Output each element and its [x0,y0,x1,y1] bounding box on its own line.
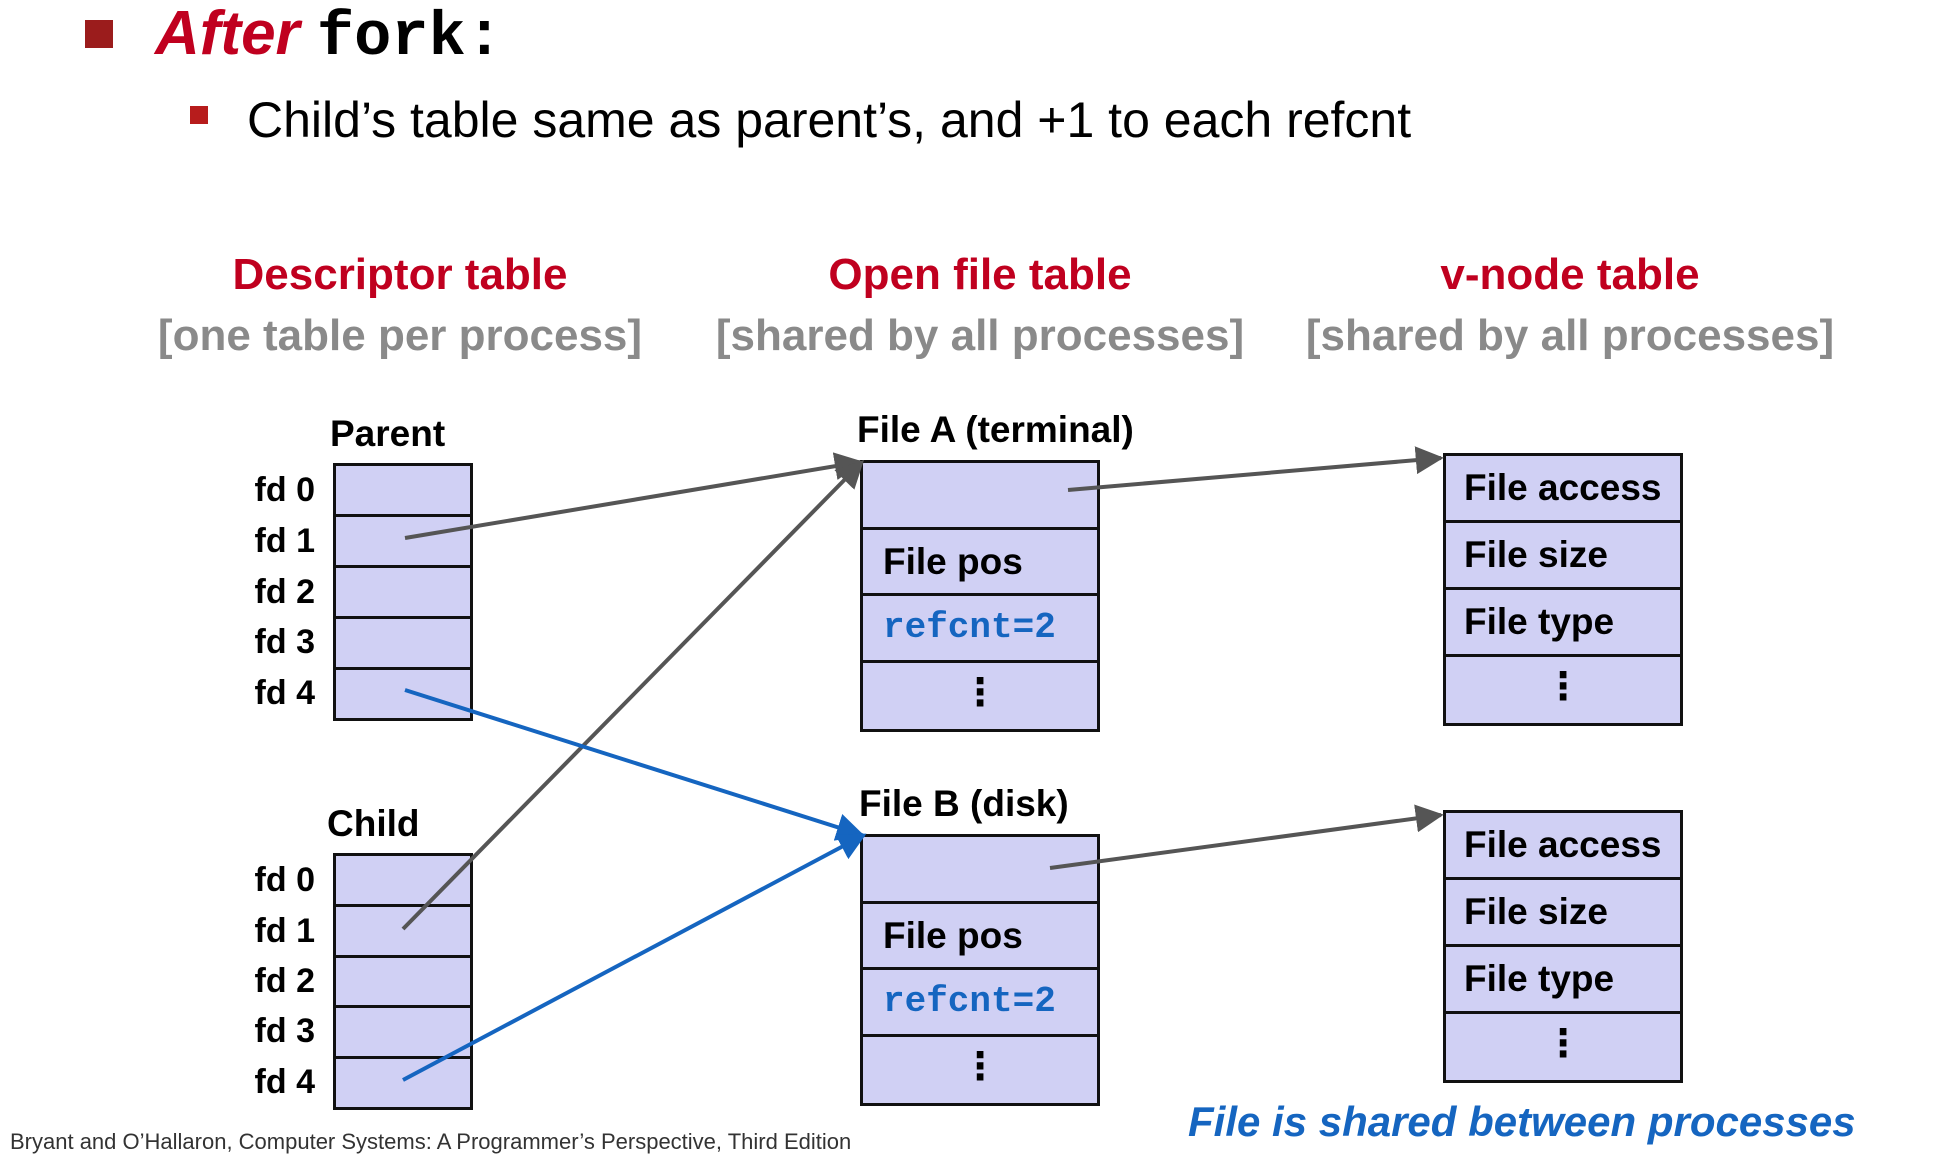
title-colon: : [465,2,503,73]
title-after: After [155,0,300,68]
parent-fd1-label: fd 1 [254,522,315,560]
child-fd2-cell [333,955,473,1009]
file-a-refcnt-cell: refcnt=2 [860,593,1100,663]
file-b-more: ⋮ [961,1046,999,1088]
child-fd3-cell [333,1005,473,1059]
vnode-a-size-cell: File size [1443,520,1683,590]
child-fd0-label: fd 0 [254,861,315,899]
vnode-b-size: File size [1464,891,1608,932]
vnode-a-size: File size [1464,534,1608,575]
shared-file-note: File is shared between processes [1188,1098,1856,1145]
parent-fd2-cell [333,565,473,619]
parent-label: Parent [330,413,446,454]
arrow-parent-fd1-to-file-a [404,452,863,540]
slide-subtitle: Child’s table same as parent’s, and +1 t… [247,92,1412,148]
parent-fd3-label: fd 3 [254,623,315,661]
parent-fd2-label: fd 2 [254,573,315,611]
file-b-label: File B (disk) [859,783,1069,824]
child-label: Child [327,803,420,844]
subtitle-bullet [190,106,208,124]
open-file-table-header: Open file table [828,250,1132,299]
descriptor-table-note: [one table per process] [157,311,643,360]
vnode-a-type-cell: File type [1443,587,1683,657]
file-a-header-cell [860,460,1100,530]
file-b-pos: File pos [883,915,1023,956]
file-a-label: File A (terminal) [857,409,1134,450]
slide-title: After fork: [155,0,503,78]
vnode-b-type-cell: File type [1443,944,1683,1014]
parent-fd3-cell [333,616,473,670]
arrow-file-a-to-vnode-a [1067,446,1444,492]
vnode-b-type: File type [1464,958,1615,999]
file-a-more-cell: ⋮ [860,660,1100,732]
child-fd0-cell [333,853,473,907]
vnode-b-access-cell: File access [1443,810,1683,880]
descriptor-table-header: Descriptor table [232,250,568,299]
parent-fd1-cell [333,514,473,568]
file-b-more-cell: ⋮ [860,1034,1100,1106]
vnode-b-more: ⋮ [1544,1023,1582,1065]
vnode-a-more: ⋮ [1544,666,1582,708]
parent-fd4-cell [333,667,473,721]
child-fd4-label: fd 4 [254,1063,315,1101]
parent-fd0-cell [333,463,473,517]
vnode-b-access: File access [1464,824,1662,865]
title-fork: fork [316,2,466,73]
vnode-a-type: File type [1464,601,1615,642]
book-credit: Bryant and O’Hallaron, Computer Systems:… [10,1129,852,1154]
child-fd3-label: fd 3 [254,1012,315,1050]
file-a-refcnt: refcnt=2 [883,607,1056,648]
parent-fd4-label: fd 4 [254,674,315,712]
vnode-a-access: File access [1464,467,1662,508]
arrow-parent-fd4-to-file-b [404,688,865,841]
vnode-a-more-cell: ⋮ [1443,654,1683,726]
vnode-b-more-cell: ⋮ [1443,1011,1683,1083]
file-b-header-cell [860,834,1100,904]
file-a-more: ⋮ [961,672,999,714]
title-bullet [85,20,113,48]
vnode-b-size-cell: File size [1443,877,1683,947]
file-b-refcnt-cell: refcnt=2 [860,967,1100,1037]
child-fd4-cell [333,1056,473,1110]
open-file-table-note: [shared by all processes] [715,311,1245,360]
arrow-file-b-to-vnode-b [1049,804,1444,870]
child-fd1-label: fd 1 [254,912,315,950]
file-b-refcnt: refcnt=2 [883,981,1056,1022]
file-a-pos-cell: File pos [860,527,1100,596]
child-fd2-label: fd 2 [254,962,315,1000]
child-fd1-cell [333,904,473,958]
vnode-table-note: [shared by all processes] [1305,311,1835,360]
file-b-pos-cell: File pos [860,901,1100,970]
vnode-a-access-cell: File access [1443,453,1683,523]
parent-fd0-label: fd 0 [254,471,315,509]
vnode-table-header: v-node table [1440,250,1700,299]
file-a-pos: File pos [883,541,1023,582]
